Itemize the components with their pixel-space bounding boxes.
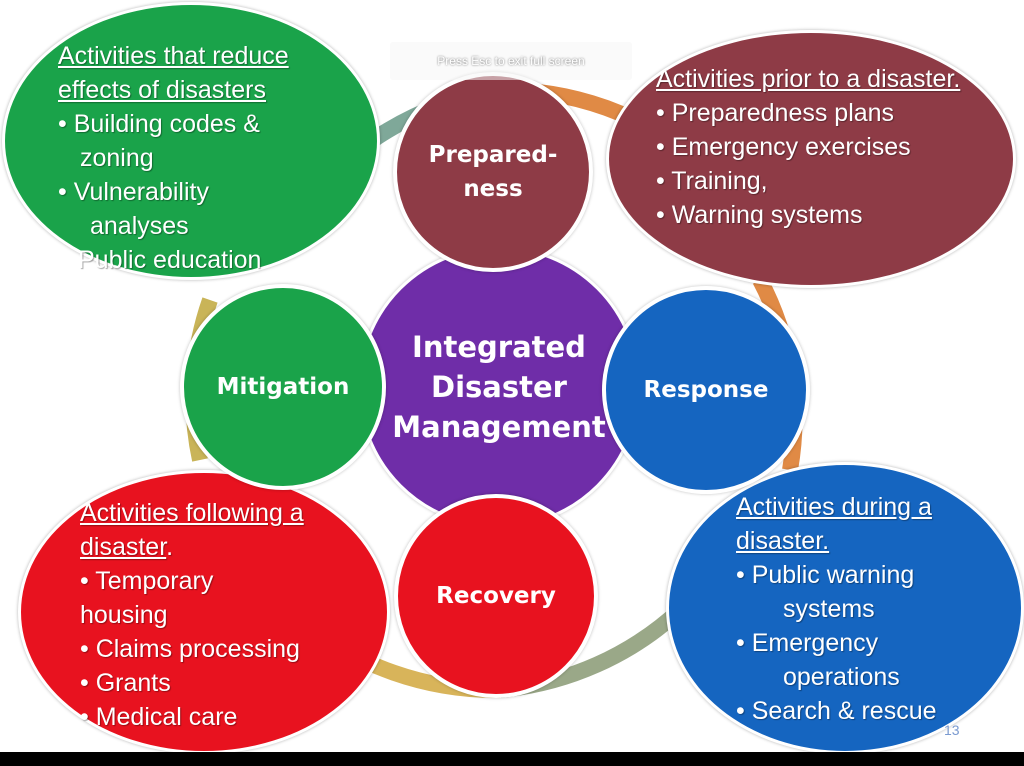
mitigation-note-line-2: zoning (80, 144, 154, 172)
recovery-note-oval (18, 470, 390, 754)
recovery-note-line-4: • Grants (80, 669, 171, 697)
preparedness-line-2: ness (463, 176, 523, 202)
mitigation-label: Mitigation (216, 374, 350, 400)
recovery-note-line-5: • Medical care (80, 703, 238, 731)
mitigation-note-line-1: • Building codes & (58, 110, 260, 138)
preparedness-note-line-1: • Preparedness plans (656, 99, 895, 127)
recovery-note-heading-1: Activities following a (80, 499, 304, 527)
preparedness-line-1: Prepared- (428, 142, 558, 168)
fullscreen-exit-overlay: Press Esc to exit full screen (390, 42, 632, 80)
letterbox-bar (0, 752, 1024, 766)
mitigation-note-line-5: Public education (78, 246, 262, 274)
response-note-heading-1: Activities during a (736, 493, 932, 521)
response-note-heading-2: disaster. (736, 527, 830, 555)
response-circle: Response (602, 286, 810, 494)
mitigation-note-heading-2: effects of disasters (58, 76, 266, 104)
recovery-note-heading-2-period: . (166, 533, 174, 561)
recovery-circle: Recovery (394, 494, 598, 698)
mitigation-circle: Mitigation (180, 284, 386, 490)
preparedness-note-oval (606, 30, 1016, 288)
response-note-line-1: • Public warning (736, 561, 915, 589)
recovery-note-heading-2: disaster. (80, 530, 173, 564)
recovery-note-heading-2-text: disaster (80, 533, 167, 561)
response-label: Response (643, 377, 769, 403)
center-label: Integrated Disaster Management (392, 327, 605, 447)
center-line-3: Management (392, 410, 606, 444)
preparedness-note-line-2: • Emergency exercises (656, 133, 911, 161)
preparedness-circle: Prepared- ness (393, 72, 593, 272)
recovery-note-line-1: • Temporary (80, 567, 214, 595)
preparedness-note-line-3: • Training, (656, 167, 768, 195)
preparedness-note-heading: Activities prior to a disaster. (656, 65, 961, 93)
recovery-note-line-3: • Claims processing (80, 635, 300, 663)
mitigation-note-heading-1: Activities that reduce (58, 42, 289, 70)
preparedness-note-line-4: • Warning systems (656, 201, 863, 229)
center-line-2: Disaster (431, 370, 567, 404)
mitigation-note-oval (2, 2, 380, 280)
preparedness-label: Prepared- ness (429, 138, 558, 206)
response-note-line-5: • Search & rescue (736, 697, 937, 725)
response-note-line-4: operations (783, 663, 900, 691)
mitigation-note-line-3: • Vulnerability (58, 178, 209, 206)
recovery-note-line-2: housing (80, 601, 168, 629)
recovery-label: Recovery (436, 583, 556, 609)
response-note-line-2: systems (783, 595, 875, 623)
mitigation-note-line-4: analyses (90, 212, 189, 240)
response-note-line-3: • Emergency (736, 629, 879, 657)
center-circle: Integrated Disaster Management (358, 246, 640, 528)
slide-number: 13 (944, 722, 960, 738)
center-line-1: Integrated (412, 330, 586, 364)
